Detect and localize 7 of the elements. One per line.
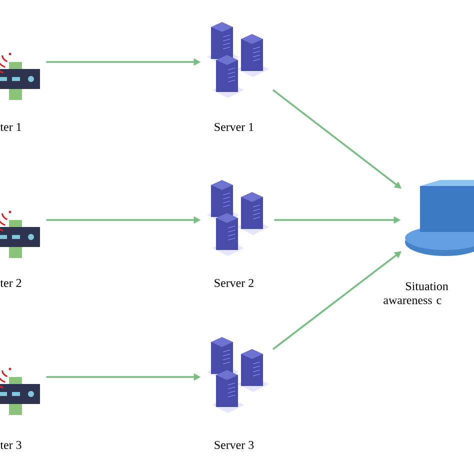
node-label: Server 3 bbox=[214, 440, 254, 450]
node-label: Server 1 bbox=[214, 122, 254, 131]
node-label: Situation awareness c bbox=[384, 282, 448, 304]
node-label: ter 2 bbox=[0, 278, 22, 287]
node-label: Server 2 bbox=[214, 278, 254, 287]
node-label: ter 1 bbox=[0, 123, 22, 131]
node-label: ter 3 bbox=[0, 440, 22, 450]
